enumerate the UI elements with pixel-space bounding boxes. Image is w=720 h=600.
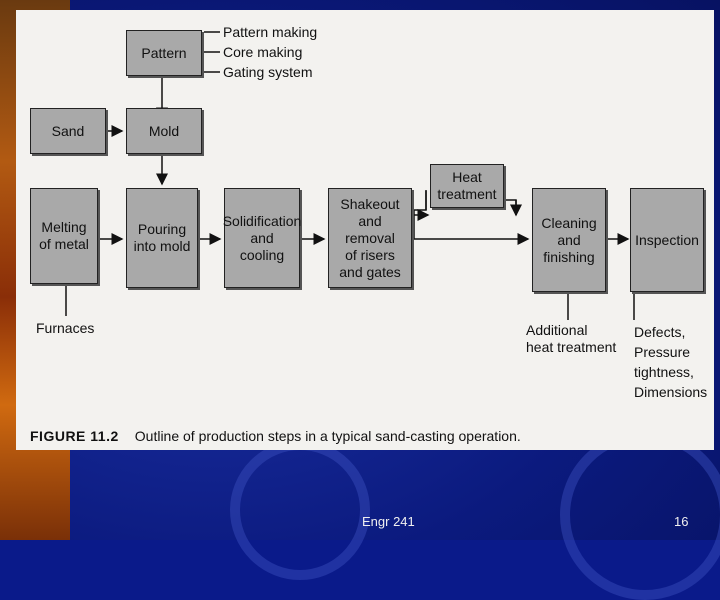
sand-box: Sand: [30, 108, 106, 154]
solidification-line-1: Solidification: [222, 212, 302, 229]
pattern-box-label: Pattern: [141, 44, 187, 61]
figure-caption-text: Outline of production steps in a typical…: [134, 428, 521, 444]
footer-course: Engr 241: [362, 514, 415, 529]
mold-box-label: Mold: [148, 122, 180, 139]
cleaning-line-1: Cleaning: [541, 214, 597, 231]
heat-treatment-line-1: Heat: [452, 169, 482, 185]
defects-line-3: tightness,: [634, 364, 694, 380]
figure-image: Pattern Pattern making Core making Gatin…: [16, 10, 714, 450]
pattern-box: Pattern: [126, 30, 202, 76]
furnaces-label: Furnaces: [36, 320, 95, 336]
shakeout-line-4: of risers: [345, 246, 395, 263]
figure-caption: FIGURE 11.2 Outline of production steps i…: [30, 428, 521, 444]
pouring-line-2: into mold: [133, 238, 191, 254]
footer-page-number: 16: [674, 514, 689, 529]
heat-treatment-box: Heat treatment: [430, 164, 504, 208]
pouring-box: Pouring into mold: [126, 188, 198, 288]
figure-caption-label: FIGURE 11.2: [30, 428, 119, 444]
shakeout-box: Shakeout and removal of risers and gates: [328, 188, 412, 288]
sand-box-label: Sand: [51, 122, 85, 139]
solidification-box: Solidification and cooling: [222, 188, 302, 288]
inspection-box-label: Inspection: [635, 231, 699, 248]
shakeout-line-2: and: [358, 212, 382, 229]
defects-line-4: Dimensions: [634, 384, 708, 400]
pouring-line-1: Pouring: [137, 221, 187, 237]
core-making-label: Core making: [223, 44, 303, 60]
inspection-box: Inspection: [630, 188, 704, 292]
melting-box: Melting of metal: [30, 188, 98, 284]
shakeout-line-5: and gates: [339, 263, 401, 280]
melting-line-2: of metal: [39, 236, 89, 252]
cleaning-box: Cleaning and finishing: [532, 188, 606, 292]
shakeout-line-3: removal: [345, 229, 395, 246]
gating-system-label: Gating system: [223, 64, 313, 80]
gear-icon: [560, 430, 720, 600]
melting-line-1: Melting: [41, 219, 87, 235]
cleaning-line-2: and: [557, 231, 581, 248]
shakeout-line-1: Shakeout: [340, 195, 400, 212]
additional-heat-line-1: Additional: [526, 322, 588, 338]
defects-label: Defects, Pressure tightness, Dimensions: [634, 322, 707, 402]
defects-line-2: Pressure: [634, 344, 691, 360]
gear-icon: [230, 440, 370, 580]
cleaning-line-3: finishing: [543, 248, 595, 265]
defects-line-1: Defects,: [634, 324, 686, 340]
heat-treatment-line-2: treatment: [437, 186, 497, 202]
additional-heat-label: Additional heat treatment: [526, 322, 616, 356]
solidification-line-3: cooling: [239, 246, 285, 263]
additional-heat-line-2: heat treatment: [526, 339, 617, 355]
flow-arrows: [65, 31, 635, 320]
mold-box: Mold: [126, 108, 202, 154]
solidification-line-2: and: [250, 229, 274, 246]
pattern-making-label: Pattern making: [223, 24, 318, 40]
